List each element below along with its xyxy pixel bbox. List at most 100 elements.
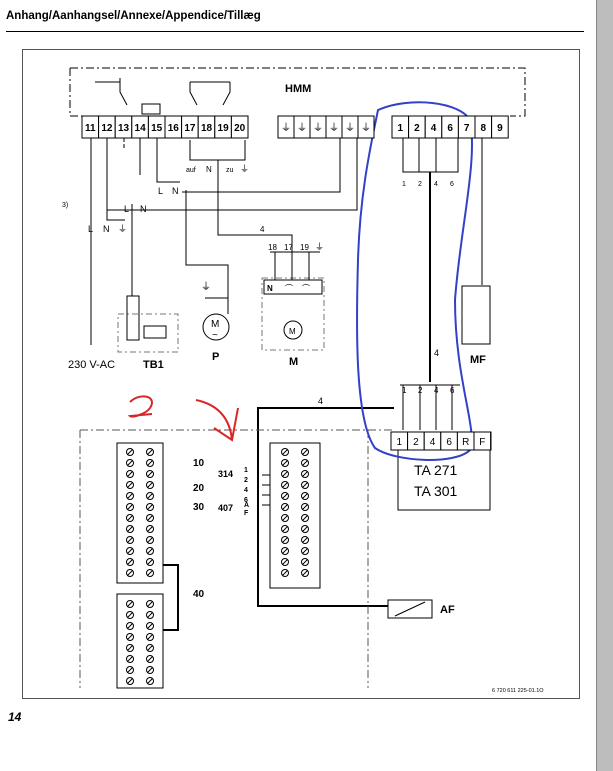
screw-slot (147, 537, 153, 543)
label-pe-pump: ⏚ (201, 281, 211, 293)
screw-slot (147, 612, 153, 618)
screw-slot (147, 601, 153, 607)
pin-label-bottom: 4 (434, 386, 439, 395)
screw-slot (302, 537, 308, 543)
pin-label-top: 4 (434, 181, 438, 188)
label-l-pump: L (158, 186, 163, 196)
screw-slot (127, 656, 133, 662)
screw-slot (147, 559, 153, 565)
screw-slot (127, 645, 133, 651)
conn-407-pin: F (244, 510, 249, 517)
valve-leads (270, 251, 320, 280)
tb1-label: TB1 (143, 359, 164, 371)
supply-label: 230 V-AC (68, 359, 115, 371)
pin-label-bottom: 6 (450, 386, 455, 395)
screw-slot (282, 526, 288, 532)
screw-slot (147, 623, 153, 629)
pin-label-top: 6 (450, 181, 454, 188)
screw-slot (127, 482, 133, 488)
hmm-pe-strip: ⏚⏚⏚⏚⏚⏚ (277, 115, 375, 139)
ta-terminal-label: 6 (446, 437, 452, 448)
figure-code: 6 720 611 225-01.1O (492, 688, 544, 694)
screw-slot (147, 526, 153, 532)
conn-314-pin: 1 (244, 467, 248, 474)
valve-motor-label: M (289, 327, 296, 336)
mf-sensor (461, 285, 491, 345)
module-wire-bus (262, 474, 270, 506)
screw-slot (282, 570, 288, 576)
label-n-pump: N (172, 186, 179, 196)
hmm-terminal-box (491, 115, 509, 139)
hmm-terminal-label: 17 (184, 123, 196, 134)
valve-label: M (289, 356, 298, 368)
valve-term-label: 17 (284, 243, 293, 252)
module-block-left-upper (116, 442, 164, 584)
bracket-40 (163, 564, 179, 631)
screw-slot (127, 678, 133, 684)
module-screw-terminals (126, 448, 309, 685)
screw-slot (127, 601, 133, 607)
hmm-terminal-label: 9 (497, 123, 503, 134)
label-auf: auf (186, 167, 196, 174)
pe-icon: ⏚ (297, 122, 307, 134)
wire-to-module (257, 407, 394, 607)
screw-slot (302, 449, 308, 455)
pump-leads (205, 297, 229, 314)
screw-slot (147, 656, 153, 662)
screw-slot (302, 482, 308, 488)
af-label: AF (440, 604, 455, 616)
valve-term-label: 18 (268, 243, 277, 252)
wire-pump (185, 190, 229, 298)
pe-icon: ⏚ (329, 122, 339, 134)
ta-terminal-box (473, 431, 492, 451)
screw-slot (127, 570, 133, 576)
screw-slot (147, 504, 153, 510)
wire-N (106, 138, 125, 221)
screw-slot (127, 537, 133, 543)
screw-slot (147, 482, 153, 488)
mf-label: MF (470, 354, 486, 366)
hand-arrow-red (195, 399, 239, 442)
screw-slot (147, 460, 153, 466)
valve-motor (283, 320, 303, 340)
screw-slot (282, 559, 288, 565)
wire-valve-bus (189, 140, 246, 161)
block-label-40: 40 (193, 589, 205, 600)
screw-slot (147, 667, 153, 673)
ta-terminal-label: F (479, 437, 485, 448)
screw-slot (282, 482, 288, 488)
valve-box (261, 277, 325, 351)
header-rule (6, 31, 584, 32)
wire-count-bus: 4 (434, 348, 439, 358)
screw-slot (282, 460, 288, 466)
screw-slot (147, 449, 153, 455)
ta-terminal-label: 4 (430, 437, 436, 448)
pin-label-bottom: 2 (418, 386, 423, 395)
hmm-terminal-label: 20 (234, 123, 246, 134)
label-l-tb1: L (124, 204, 129, 214)
hmm-terminal-label: 18 (201, 123, 213, 134)
conn-314-pin: 4 (244, 487, 248, 494)
valve-term-strip (263, 279, 323, 295)
screw-slot (127, 634, 133, 640)
screw-slot (282, 471, 288, 477)
screw-slot (302, 570, 308, 576)
screw-slot (147, 548, 153, 554)
conn-407: 407 (218, 503, 233, 513)
pump-m: M (211, 319, 219, 330)
screw-slot (302, 526, 308, 532)
ta-model-2: TA 301 (414, 483, 458, 499)
screw-slot (282, 515, 288, 521)
conn-314-pin: 2 (244, 477, 248, 484)
tb1-box (117, 313, 179, 353)
wire-pe-bus (107, 138, 358, 211)
relay-fuse (141, 103, 161, 115)
relay-contact-1 (95, 78, 128, 106)
screw-slot (282, 537, 288, 543)
screw-slot (302, 471, 308, 477)
screw-slot (282, 449, 288, 455)
ta-model-1: TA 271 (414, 462, 458, 478)
